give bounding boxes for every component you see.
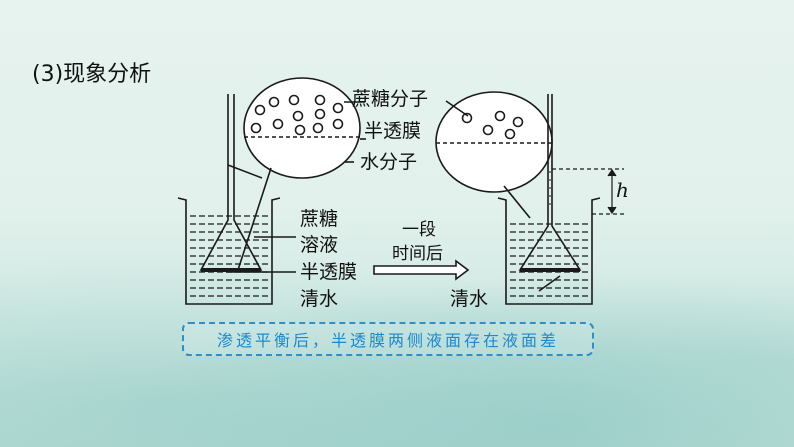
left-water-dashes xyxy=(190,215,270,297)
left-magnified-view xyxy=(243,77,361,179)
caption-text: 渗透平衡后，半透膜两侧液面存在液面差 xyxy=(216,331,559,350)
label-height-h: h xyxy=(616,178,629,202)
right-sucrose-molecules xyxy=(461,110,524,140)
background-wave xyxy=(0,227,794,447)
time-arrow xyxy=(373,259,470,281)
label-clear-water-right: 清水 xyxy=(450,288,489,310)
conclusion-caption: 渗透平衡后，半透膜两侧液面存在液面差 xyxy=(182,322,594,356)
label-after-time-1: 一段 xyxy=(402,220,436,240)
left-beaker xyxy=(177,197,281,305)
right-water-dashes xyxy=(510,223,590,297)
label-membrane: 半透膜 xyxy=(300,261,358,283)
label-membrane-top: 半透膜 xyxy=(364,120,422,142)
label-clear-water-left: 清水 xyxy=(300,288,339,310)
label-after-time-2: 时间后 xyxy=(392,244,443,264)
right-beaker xyxy=(497,197,601,305)
label-solution: 溶液 xyxy=(300,234,339,256)
section-heading: (3)现象分析 xyxy=(32,62,152,87)
left-sucrose-molecules xyxy=(250,94,344,136)
label-sucrose-molecule: 蔗糖分子 xyxy=(352,88,429,110)
label-sucrose: 蔗糖 xyxy=(300,208,339,230)
right-tube-liquid xyxy=(549,171,551,205)
label-water-molecule: 水分子 xyxy=(360,151,418,173)
height-difference-marker xyxy=(552,168,624,215)
